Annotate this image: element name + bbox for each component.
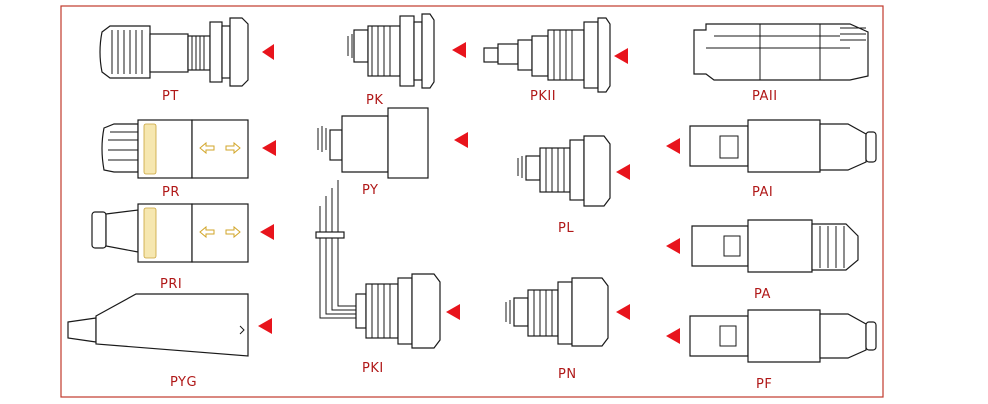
connector-pf: PF	[666, 309, 877, 392]
label-pki: PKI	[362, 361, 384, 376]
label-py: PY	[362, 183, 379, 198]
label-pyg: PYG	[170, 375, 197, 390]
marker-triangle	[446, 304, 460, 320]
label-pr: PR	[162, 185, 180, 200]
connector-pai: PAI	[666, 119, 877, 200]
connector-pt: PT	[99, 17, 274, 104]
marker-triangle	[666, 328, 680, 344]
marker-triangle	[262, 140, 276, 156]
marker-triangle	[616, 304, 630, 320]
label-pk: PK	[366, 93, 383, 108]
marker-triangle	[260, 224, 274, 240]
connector-pyg: PYG	[67, 293, 272, 390]
marker-triangle	[614, 48, 628, 64]
catalog-border	[60, 5, 884, 398]
connector-pl: PL	[517, 135, 630, 236]
label-pri: PRI	[160, 277, 182, 292]
marker-triangle	[666, 138, 680, 154]
marker-triangle	[666, 238, 680, 254]
marker-triangle	[258, 318, 272, 334]
connector-pki: PKI	[315, 180, 460, 376]
connector-pr: PR	[101, 119, 276, 200]
label-paii: PAII	[752, 89, 778, 104]
brand-badge	[143, 123, 157, 175]
marker-triangle	[452, 42, 466, 58]
connector-pri: PRI	[91, 203, 274, 292]
connector-py: PY	[317, 107, 468, 198]
connector-paii: PAII	[693, 23, 869, 104]
marker-triangle	[616, 164, 630, 180]
label-pt: PT	[162, 89, 179, 104]
label-pf: PF	[756, 377, 772, 392]
brand-badge	[143, 207, 157, 259]
marker-triangle	[454, 132, 468, 148]
connector-pa: PA	[666, 219, 859, 302]
connector-pkii: PKII	[483, 17, 628, 104]
connector-pn: PN	[505, 277, 630, 382]
label-pai: PAI	[752, 185, 773, 200]
label-pn: PN	[558, 367, 577, 382]
label-pl: PL	[558, 221, 574, 236]
marker-triangle	[262, 44, 274, 60]
label-pkii: PKII	[530, 89, 556, 104]
connector-pk: PK	[347, 13, 466, 108]
label-pa: PA	[754, 287, 771, 302]
